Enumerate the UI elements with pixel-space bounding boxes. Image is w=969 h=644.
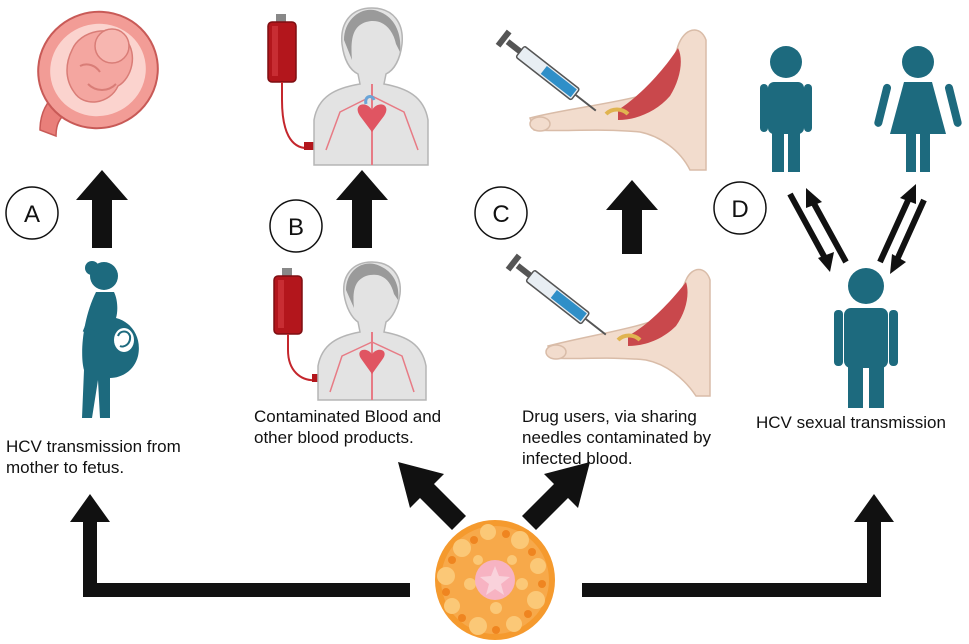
virus-to-panel-c-arrow <box>522 462 590 530</box>
woman-circulation-icon <box>313 7 429 166</box>
blood-bag-icon <box>267 14 318 150</box>
woman-circulation-icon <box>317 261 427 401</box>
panel-d-letter: D <box>713 181 767 235</box>
pregnant-woman-icon <box>82 261 139 418</box>
panel-d-caption: HCV sexual transmission <box>756 412 946 433</box>
panel-a-caption: HCV transmission from mother to fetus. <box>6 436 181 478</box>
panel-c-caption-line-3: infected blood. <box>522 449 633 468</box>
man-icon <box>760 46 812 172</box>
panel-c-up-arrow <box>606 180 658 254</box>
panel-c-letter: C <box>474 186 528 240</box>
panel-c-caption: Drug users, via sharing needles contamin… <box>522 406 711 469</box>
panel-a-caption-line-2: mother to fetus. <box>6 458 125 477</box>
panel-b-caption-line-1: Contaminated Blood and <box>254 407 442 426</box>
panel-d-label: D <box>731 196 748 223</box>
syringe-arm-icon <box>505 253 711 397</box>
panel-c-caption-line-2: needles contaminated by <box>522 428 712 447</box>
virus-to-panel-b-arrow <box>398 462 466 530</box>
panel-a-caption-line-1: HCV transmission from <box>6 437 181 456</box>
syringe-arm-icon <box>495 29 707 171</box>
panel-d-caption-line-1: HCV sexual transmission <box>756 413 946 432</box>
hcv-virus-icon <box>435 520 555 640</box>
panel-b-letter: B <box>269 199 323 253</box>
panel-b-up-arrow <box>336 170 388 248</box>
panel-c-label: C <box>492 201 509 228</box>
panel-a-letter: A <box>5 186 59 240</box>
panel-b-caption: Contaminated Blood and other blood produ… <box>254 406 441 448</box>
virus-to-panel-d-arrow <box>582 494 894 597</box>
woman-icon <box>874 46 962 172</box>
panel-d-arrows <box>787 184 927 274</box>
uterus-fetus-icon <box>37 10 159 138</box>
man-icon <box>834 268 898 408</box>
blood-bag-icon <box>273 268 326 382</box>
panel-b-caption-line-2: other blood products. <box>254 428 414 447</box>
panel-c-caption-line-1: Drug users, via sharing <box>522 407 697 426</box>
panel-a-label: A <box>24 201 40 228</box>
virus-to-panel-a-arrow <box>70 494 410 597</box>
panel-b-label: B <box>288 214 304 241</box>
panel-a-up-arrow <box>76 170 128 248</box>
